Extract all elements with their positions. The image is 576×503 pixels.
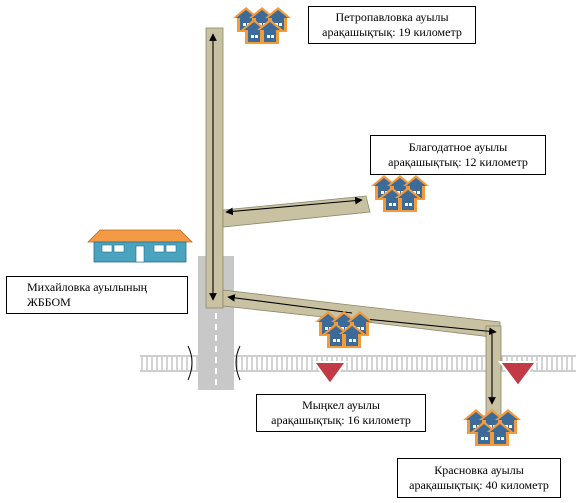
krasnovka-label: Красновка ауылы арақашықтық: 40 километр: [397, 458, 561, 498]
warning-triangle-icon: [312, 361, 348, 386]
house-group-icon: [315, 311, 373, 348]
village-distance: арақашықтық: 16 километр: [271, 413, 411, 427]
school-building-icon: [87, 229, 193, 263]
mynkel-label: Мыңкел ауылы арақашықтық: 16 километр: [256, 394, 426, 432]
village-distance: арақашықтық: 12 километр: [388, 155, 528, 169]
warning-triangle-icon: [498, 361, 538, 388]
village-name: Мыңкел ауылы: [302, 398, 380, 412]
house-group-icon: [233, 7, 291, 44]
village-name: Петропавловка ауылы: [335, 10, 449, 24]
arrow-icon: [225, 196, 363, 216]
village-distance: арақашықтық: 19 километр: [322, 25, 462, 39]
school-name-abbr: ЖББОМ: [27, 295, 71, 309]
house-group-icon: [463, 409, 521, 446]
blagodatnoe-label: Благодатное ауылы арақашықтық: 12 киломе…: [370, 135, 546, 175]
house-group-icon: [371, 175, 429, 212]
arrow-icon: [354, 317, 497, 336]
school-label: Михайловка ауылының ЖББОМ: [6, 276, 188, 314]
route-arrows: [209, 33, 497, 405]
arrow-icon: [227, 294, 353, 314]
school-name: Михайловка ауылының: [27, 280, 148, 294]
village-distance: арақашықтық: 40 километр: [409, 478, 549, 492]
petropavlovka-label: Петропавловка ауылы арақашықтық: 19 кило…: [308, 6, 476, 44]
village-name: Красновка ауылы: [434, 463, 524, 477]
village-name: Благодатное ауылы: [408, 140, 508, 154]
